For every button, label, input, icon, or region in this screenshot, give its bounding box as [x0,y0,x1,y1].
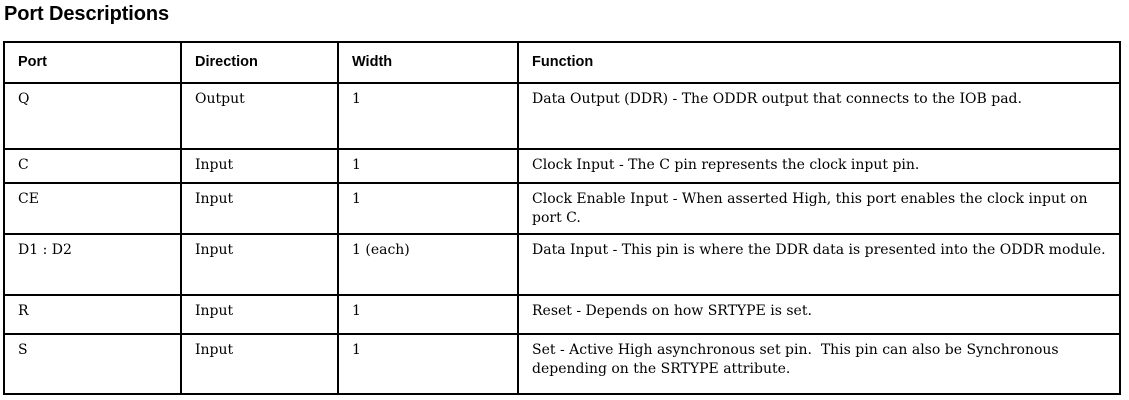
table-row: Q Output 1 Data Output (DDR) - The ODDR … [3,82,1121,150]
cell-width: 1 (each) [337,233,519,296]
cell-function: Data Output (DDR) - The ODDR output that… [517,82,1121,150]
cell-width: 1 [337,294,519,335]
cell-direction: Input [180,182,339,235]
port-descriptions-table: Port Direction Width Function Q Output 1… [3,41,1121,395]
cell-direction: Input [180,294,339,335]
cell-function: Reset - Depends on how SRTYPE is set. [517,294,1121,335]
cell-direction: Input [180,333,339,395]
cell-port: D1 : D2 [3,233,182,296]
table-header-row: Port Direction Width Function [3,41,1121,84]
table-row: R Input 1 Reset - Depends on how SRTYPE … [3,294,1121,335]
cell-function: Set - Active High asynchronous set pin. … [517,333,1121,395]
cell-function: Clock Input - The C pin represents the c… [517,148,1121,184]
column-header-port: Port [3,41,182,84]
cell-direction: Output [180,82,339,150]
cell-width: 1 [337,148,519,184]
table-row: S Input 1 Set - Active High asynchronous… [3,333,1121,395]
cell-width: 1 [337,182,519,235]
column-header-width: Width [337,41,519,84]
cell-width: 1 [337,333,519,395]
cell-direction: Input [180,148,339,184]
table-row: C Input 1 Clock Input - The C pin repres… [3,148,1121,184]
cell-width: 1 [337,82,519,150]
cell-function: Clock Enable Input - When asserted High,… [517,182,1121,235]
cell-port: CE [3,182,182,235]
cell-port: S [3,333,182,395]
cell-direction: Input [180,233,339,296]
table-body: Q Output 1 Data Output (DDR) - The ODDR … [3,82,1121,395]
table-row: D1 : D2 Input 1 (each) Data Input - This… [3,233,1121,296]
page-title: Port Descriptions [4,3,169,25]
table-row: CE Input 1 Clock Enable Input - When ass… [3,182,1121,235]
column-header-function: Function [517,41,1121,84]
cell-port: Q [3,82,182,150]
column-header-direction: Direction [180,41,339,84]
cell-port: C [3,148,182,184]
cell-port: R [3,294,182,335]
table-header: Port Direction Width Function [3,41,1121,84]
cell-function: Data Input - This pin is where the DDR d… [517,233,1121,296]
